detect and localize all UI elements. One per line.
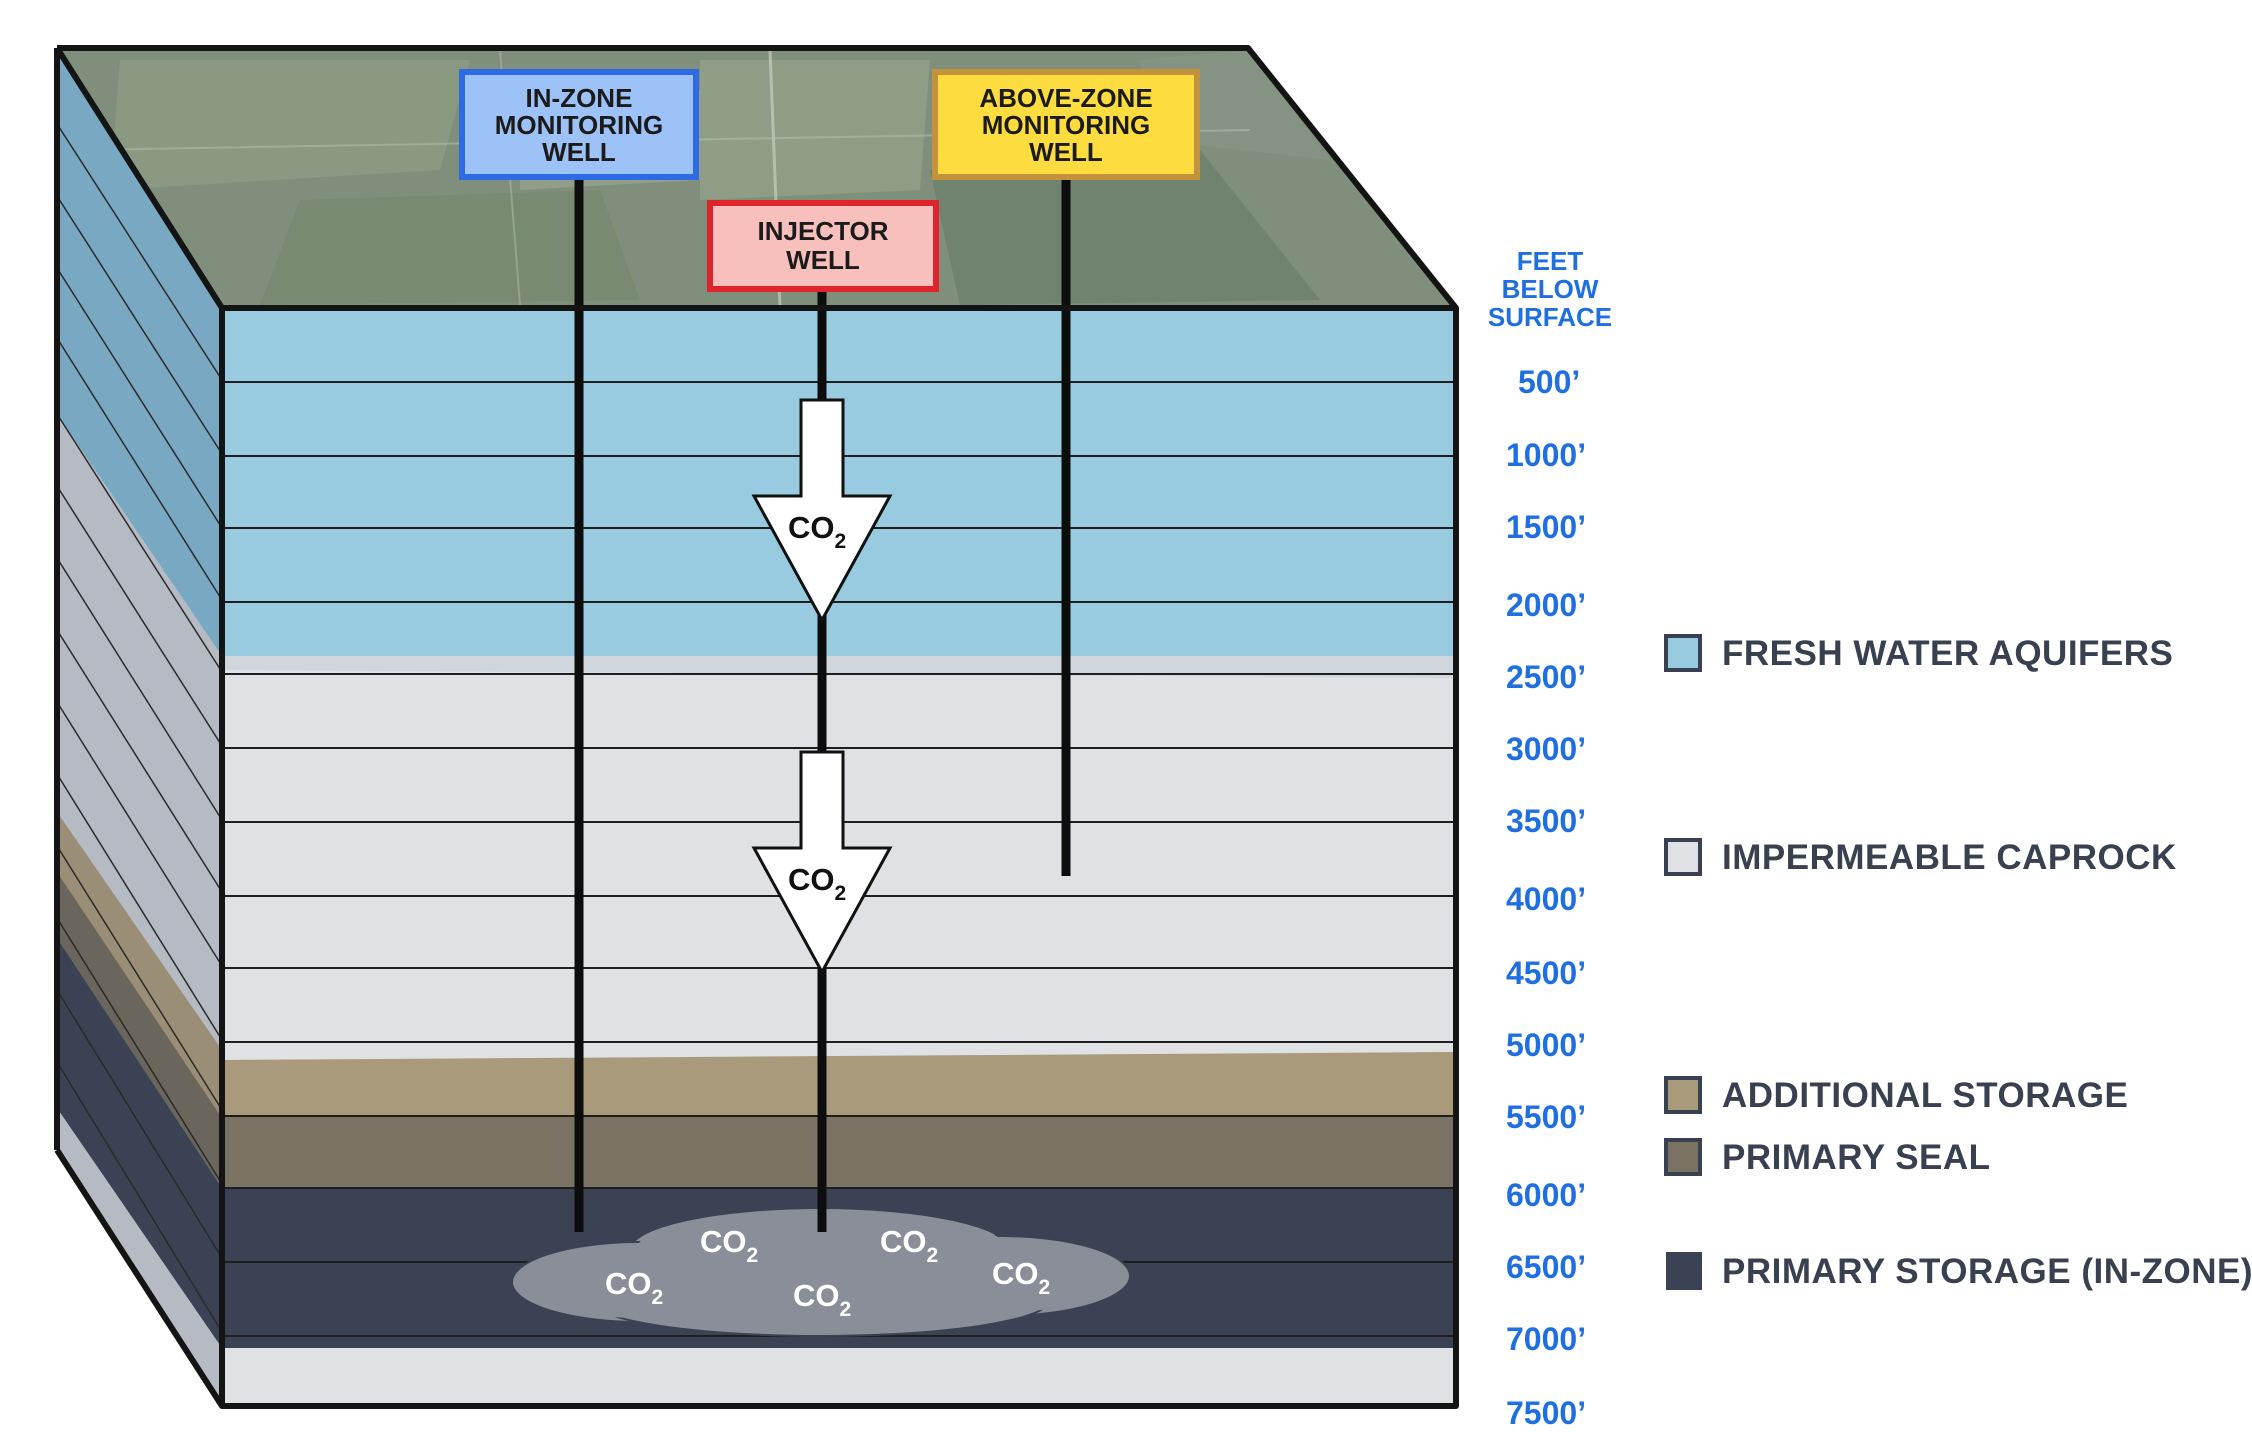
depth-tick: 4000’: [1506, 881, 1586, 917]
depth-tick: 7500’: [1506, 1395, 1586, 1431]
svg-text:INJECTOR: INJECTOR: [758, 216, 889, 246]
plume-co2-label: CO2: [793, 1278, 851, 1321]
depth-axis-heading: SURFACE: [1488, 302, 1612, 332]
depth-tick: 7000’: [1506, 1321, 1586, 1357]
svg-text:FRESH WATER AQUIFERS: FRESH WATER AQUIFERS: [1722, 634, 2173, 673]
svg-text:ABOVE-ZONE: ABOVE-ZONE: [979, 83, 1152, 113]
depth-tick: 2000’: [1506, 587, 1586, 623]
depth-axis-heading: BELOW: [1502, 274, 1599, 304]
depth-tick: 4500’: [1506, 955, 1586, 991]
svg-text:PRIMARY STORAGE (IN-ZONE): PRIMARY STORAGE (IN-ZONE): [1722, 1252, 2252, 1291]
plume-co2-label: CO2: [605, 1266, 663, 1309]
svg-text:MONITORING: MONITORING: [982, 110, 1151, 140]
injector-well-label: INJECTOR WELL: [707, 200, 939, 292]
svg-text:PRIMARY SEAL: PRIMARY SEAL: [1722, 1138, 1991, 1177]
svg-text:WELL: WELL: [786, 245, 860, 275]
legend-item-additional-storage: ADDITIONAL STORAGE: [1664, 1076, 2128, 1115]
depth-axis-heading: FEET: [1517, 246, 1584, 276]
legend-item-primary-seal: PRIMARY SEAL: [1664, 1138, 1991, 1177]
svg-text:MONITORING: MONITORING: [495, 110, 664, 140]
depth-tick: 1000’: [1506, 437, 1586, 473]
depth-tick: 500’: [1518, 364, 1580, 400]
legend-item-impermeable-caprock: IMPERMEABLE CAPROCK: [1664, 838, 2177, 877]
svg-text:WELL: WELL: [1029, 137, 1103, 167]
block-front-face: [222, 308, 1456, 1406]
svg-text:CO2: CO2: [788, 862, 846, 905]
depth-axis: FEET BELOW SURFACE 500’ 1000’ 1500’ 2000…: [1488, 246, 1612, 1431]
plume-co2-label: CO2: [700, 1224, 758, 1267]
depth-tick: 3000’: [1506, 731, 1586, 767]
depth-tick: 5500’: [1506, 1099, 1586, 1135]
legend-swatch: [1666, 1252, 1702, 1290]
depth-tick: 1500’: [1506, 509, 1586, 545]
depth-tick: 6500’: [1506, 1249, 1586, 1285]
svg-text:ADDITIONAL STORAGE: ADDITIONAL STORAGE: [1722, 1076, 2128, 1115]
svg-text:CO2: CO2: [788, 510, 846, 553]
depth-tick: 6000’: [1506, 1177, 1586, 1213]
co2-arrow-lower: CO2: [751, 750, 893, 976]
svg-text:IN-ZONE: IN-ZONE: [526, 83, 633, 113]
in-zone-well-label: IN-ZONE MONITORING WELL: [459, 69, 699, 180]
depth-tick: 3500’: [1506, 803, 1586, 839]
above-zone-well-label: ABOVE-ZONE MONITORING WELL: [932, 69, 1200, 180]
depth-tick: 2500’: [1506, 659, 1586, 695]
legend-item-primary-storage: PRIMARY STORAGE (IN-ZONE): [1666, 1252, 2252, 1291]
depth-tick: 5000’: [1506, 1027, 1586, 1063]
svg-text:WELL: WELL: [542, 137, 616, 167]
plume-co2-label: CO2: [992, 1256, 1050, 1299]
co2-plume: CO2 CO2 CO2 CO2 CO2: [511, 1207, 1131, 1337]
legend-swatch: [1664, 634, 1702, 672]
block-left-face: [56, 48, 223, 1406]
svg-text:IMPERMEABLE CAPROCK: IMPERMEABLE CAPROCK: [1722, 838, 2177, 877]
block-outline: [54, 45, 1459, 1409]
co2-arrow-upper: CO2: [751, 398, 893, 624]
legend-swatch: [1664, 838, 1702, 876]
legend-swatch: [1664, 1076, 1702, 1114]
plume-co2-label: CO2: [880, 1224, 938, 1267]
legend-swatch: [1664, 1138, 1702, 1176]
legend: FRESH WATER AQUIFERS IMPERMEABLE CAPROCK…: [1664, 634, 2252, 1291]
legend-item-fresh-water-aquifers: FRESH WATER AQUIFERS: [1664, 634, 2173, 673]
